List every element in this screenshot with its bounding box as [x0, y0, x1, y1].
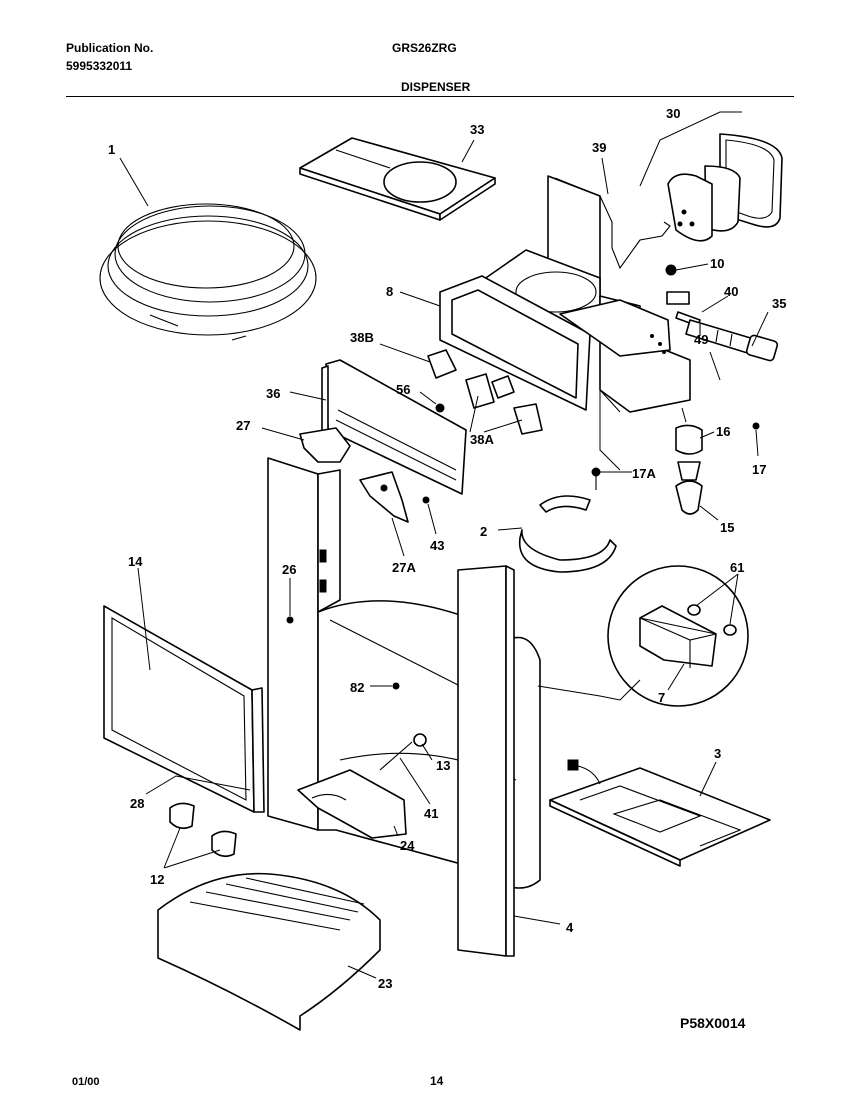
callout-labels: 1 33 30 39 10 40 35 8 38B 49 56 36 27 38… — [108, 106, 786, 991]
callout-17: 17 — [752, 462, 766, 477]
callout-39: 39 — [592, 140, 606, 155]
publication-number: 5995332011 — [66, 59, 133, 73]
page-number: 14 — [430, 1074, 444, 1088]
callout-7: 7 — [658, 690, 665, 705]
callout-56: 56 — [396, 382, 410, 397]
solenoid-part — [685, 319, 779, 362]
callout-38B: 38B — [350, 330, 374, 345]
callout-12: 12 — [150, 872, 164, 887]
callout-36: 36 — [266, 386, 280, 401]
cover-assembly-part — [639, 111, 783, 242]
callout-15: 15 — [720, 520, 734, 535]
switch-parts — [427, 349, 601, 490]
callout-10: 10 — [710, 256, 724, 271]
drip-tray-part — [157, 872, 381, 1031]
callout-3: 3 — [714, 746, 721, 761]
callout-2: 2 — [480, 524, 487, 539]
front-panel-part — [321, 359, 467, 495]
callout-61: 61 — [730, 560, 744, 575]
small-fitting-part — [665, 264, 677, 276]
callout-14: 14 — [128, 554, 143, 569]
bracket-parts — [299, 427, 430, 523]
callout-49: 49 — [694, 332, 708, 347]
callout-23: 23 — [378, 976, 392, 991]
top-plate-part — [299, 137, 496, 221]
label-part — [666, 291, 690, 305]
model-number: GRS26ZRG — [392, 41, 457, 55]
callout-38A: 38A — [470, 432, 494, 447]
lever-part — [297, 733, 427, 839]
wire-part — [554, 177, 671, 270]
tubing-coil-part — [99, 203, 317, 341]
callout-27: 27 — [236, 418, 250, 433]
section-title: DISPENSER — [401, 80, 471, 94]
callout-16: 16 — [716, 424, 730, 439]
door-panel-part — [103, 605, 265, 813]
callout-33: 33 — [470, 122, 484, 137]
publication-label: Publication No. — [66, 41, 154, 55]
footer-date: 01/00 — [72, 1076, 100, 1088]
drip-ring-part — [518, 529, 617, 573]
callout-40: 40 — [724, 284, 738, 299]
figure-code: P58X0014 — [680, 1015, 746, 1031]
callout-26: 26 — [282, 562, 296, 577]
callout-35: 35 — [772, 296, 786, 311]
switch-detail-inset — [537, 565, 749, 707]
header-rule — [66, 96, 794, 97]
hinge-parts — [169, 802, 237, 858]
callout-8: 8 — [386, 284, 393, 299]
callout-30: 30 — [666, 106, 680, 121]
drip-ring-top-part — [539, 495, 591, 513]
callout-17A: 17A — [632, 466, 656, 481]
callout-1: 1 — [108, 142, 115, 157]
dispenser-housing-part — [439, 175, 691, 471]
light-assembly-parts — [675, 407, 760, 515]
callout-24: 24 — [400, 838, 415, 853]
callout-41: 41 — [424, 806, 438, 821]
heater-plate-part — [549, 759, 771, 867]
callout-28: 28 — [130, 796, 144, 811]
callout-43: 43 — [430, 538, 444, 553]
leader-lines — [119, 139, 769, 979]
callout-4: 4 — [566, 920, 574, 935]
callout-82: 82 — [350, 680, 364, 695]
callout-27A: 27A — [392, 560, 416, 575]
callout-13: 13 — [436, 758, 450, 773]
